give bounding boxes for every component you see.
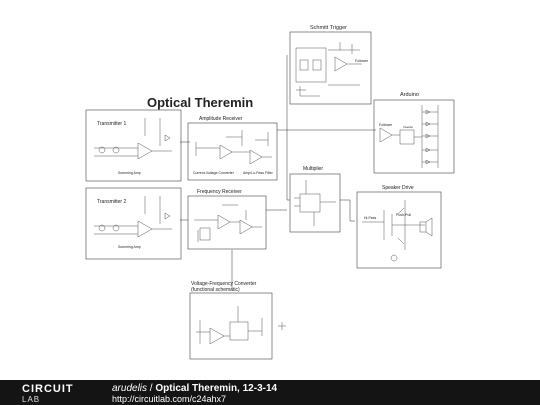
speaker-pushpull-label: Push-Pull bbox=[396, 213, 411, 217]
amplitude-converter-label: Current-Voltage Converter bbox=[193, 171, 235, 175]
speaker-drive-label: Speaker Drive bbox=[382, 185, 414, 191]
frequency-receiver-label: Frequency Receiver bbox=[197, 189, 242, 195]
amplitude-receiver-block: Amplitude Receiver Current-Voltage Conve… bbox=[187, 116, 278, 181]
transmitter-1-sub-label: Summing Amp bbox=[118, 171, 141, 175]
frequency-receiver-block: Frequency Receiver bbox=[187, 189, 267, 250]
transmitter-1-block: Transmitter 1 Summing Amp bbox=[85, 109, 182, 182]
transmitter-2-sub-label: Summing Amp bbox=[118, 245, 141, 249]
amplitude-filter-label: Amp/Lo-Pass Filter bbox=[243, 171, 274, 175]
schematic-canvas: Optical Theremin Schmitt Trigger Followe… bbox=[85, 25, 455, 360]
transmitter-1-label: Transmitter 1 bbox=[97, 121, 126, 127]
arduino-follower-label: Follower bbox=[379, 123, 393, 127]
transmitter-2-label: Transmitter 2 bbox=[97, 199, 126, 205]
byline-separator: / bbox=[147, 383, 156, 394]
author-link[interactable]: arudelis bbox=[112, 383, 148, 394]
project-url[interactable]: http://circuitlab.com/c24ahx7 bbox=[112, 394, 227, 404]
arduino-block: Arduino Follower Inverter bbox=[373, 92, 455, 174]
schmitt-follower-label: Follower bbox=[355, 59, 369, 63]
multiplier-block: Multiplier bbox=[289, 166, 341, 233]
footer-bar bbox=[0, 380, 540, 405]
interconnect-wires bbox=[180, 55, 376, 290]
vfc-label-line2: (functional schematic) bbox=[191, 287, 240, 293]
vfc-block: Voltage-Frequency Converter (functional … bbox=[189, 281, 286, 360]
vfc-label-line1: Voltage-Frequency Converter bbox=[191, 281, 257, 287]
amplitude-receiver-label: Amplitude Receiver bbox=[199, 116, 243, 122]
schmitt-trigger-block: Schmitt Trigger Follower bbox=[289, 25, 372, 105]
transmitter-2-block: Transmitter 2 Summing Amp bbox=[85, 187, 182, 260]
arduino-label: Arduino bbox=[400, 92, 419, 98]
logo-wordmark-bottom: LAB bbox=[22, 395, 41, 404]
arduino-inverter-label: Inverter bbox=[403, 125, 413, 129]
schmitt-trigger-label: Schmitt Trigger bbox=[310, 25, 347, 31]
project-title: Optical Theremin, 12-3-14 bbox=[155, 383, 278, 394]
logo-wordmark-top: CIRCUIT bbox=[22, 383, 74, 395]
circuitlab-logo[interactable]: CIRCUIT LAB bbox=[22, 383, 74, 405]
speaker-hipass-label: Hi-Pass bbox=[364, 216, 377, 220]
speaker-drive-block: Speaker Drive Hi-Pass Push-Pull bbox=[356, 185, 442, 269]
byline: arudelis / Optical Theremin, 12-3-14 bbox=[112, 383, 277, 394]
schematic-title: Optical Theremin bbox=[147, 95, 253, 110]
multiplier-label: Multiplier bbox=[303, 166, 323, 172]
